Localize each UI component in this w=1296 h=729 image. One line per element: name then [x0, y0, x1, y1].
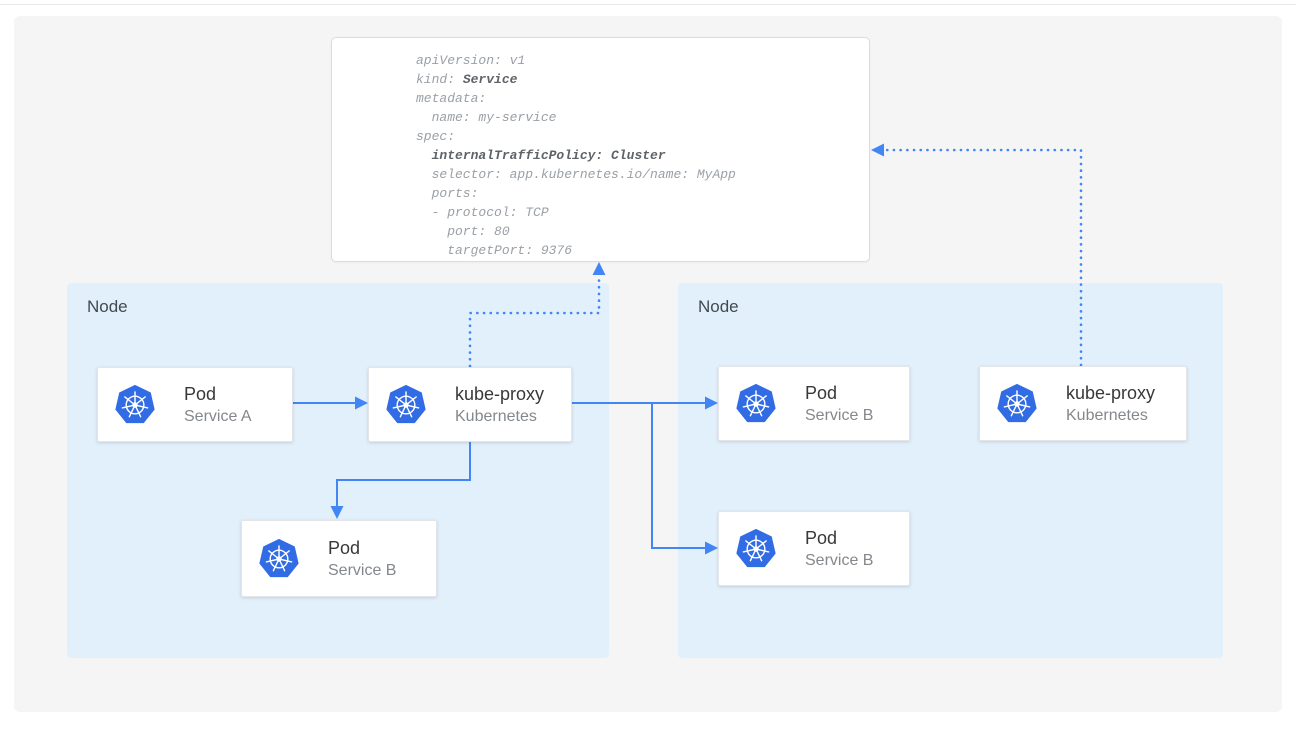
card-pod-service-a: Pod Service A: [97, 367, 293, 442]
kubernetes-logo-icon: [258, 538, 300, 580]
card-text: Pod Service A: [184, 383, 252, 427]
service-yaml-panel: apiVersion: v1 kind: Service metadata: n…: [331, 37, 870, 262]
yaml-text: kind:: [416, 72, 463, 87]
yaml-line: apiVersion: v1: [416, 51, 869, 70]
card-title: Pod: [805, 382, 838, 403]
card-text: kube-proxy Kubernetes: [455, 383, 544, 427]
yaml-line: selector: app.kubernetes.io/name: MyApp: [416, 165, 869, 184]
yaml-line: metadata:: [416, 89, 869, 108]
card-pod-service-b-right-bottom: Pod Service B: [718, 511, 910, 586]
yaml-text-bold: internalTrafficPolicy: Cluster: [431, 148, 666, 163]
yaml-text: name: my-service: [416, 110, 557, 125]
yaml-line: ports:: [416, 184, 869, 203]
yaml-line: internalTrafficPolicy: Cluster: [416, 146, 869, 165]
yaml-text: ports:: [416, 186, 479, 201]
card-subtitle: Service A: [184, 407, 252, 425]
card-subtitle: Kubernetes: [455, 407, 537, 425]
kubernetes-logo-icon: [114, 384, 156, 426]
card-subtitle: Service B: [328, 561, 397, 579]
yaml-line: name: my-service: [416, 108, 869, 127]
card-pod-service-b-right-top: Pod Service B: [718, 366, 910, 441]
yaml-text: [416, 148, 432, 163]
yaml-text: spec:: [416, 129, 456, 144]
card-text: Pod Service B: [328, 537, 396, 581]
yaml-line: spec:: [416, 127, 869, 146]
yaml-text: apiVersion: v1: [416, 53, 526, 68]
node-label: Node: [87, 297, 128, 316]
card-title: Pod: [328, 537, 361, 558]
yaml-text: selector: app.kubernetes.io/name: MyApp: [416, 167, 736, 182]
card-text: Pod Service B: [805, 527, 873, 571]
card-title: Pod: [805, 527, 838, 548]
yaml-line: targetPort: 9376: [416, 241, 869, 260]
yaml-text: - protocol: TCP: [416, 205, 549, 220]
card-kube-proxy-right: kube-proxy Kubernetes: [979, 366, 1187, 441]
yaml-line: - protocol: TCP: [416, 203, 869, 222]
yaml-text: port: 80: [416, 224, 510, 239]
node-panel-left: Node: [67, 283, 609, 658]
yaml-line: port: 80: [416, 222, 869, 241]
kubernetes-logo-icon: [385, 384, 427, 426]
card-title: Pod: [184, 383, 217, 404]
page-top-divider: [0, 4, 1296, 5]
card-kube-proxy-left: kube-proxy Kubernetes: [368, 367, 572, 442]
card-pod-service-b-left: Pod Service B: [241, 520, 437, 597]
yaml-line: kind: Service: [416, 70, 869, 89]
node-panel-right: Node: [678, 283, 1223, 658]
yaml-text: targetPort: 9376: [416, 243, 573, 258]
card-text: kube-proxy Kubernetes: [1066, 382, 1155, 426]
card-title: kube-proxy: [1066, 382, 1156, 403]
yaml-text-bold: Service: [462, 72, 518, 87]
card-text: Pod Service B: [805, 382, 873, 426]
yaml-text: metadata:: [416, 91, 487, 106]
node-label: Node: [698, 297, 739, 316]
card-subtitle: Kubernetes: [1066, 406, 1148, 424]
card-subtitle: Service B: [805, 551, 874, 569]
kubernetes-logo-icon: [735, 528, 777, 570]
card-title: kube-proxy: [455, 383, 545, 404]
kubernetes-logo-icon: [735, 383, 777, 425]
card-subtitle: Service B: [805, 406, 874, 424]
kubernetes-logo-icon: [996, 383, 1038, 425]
